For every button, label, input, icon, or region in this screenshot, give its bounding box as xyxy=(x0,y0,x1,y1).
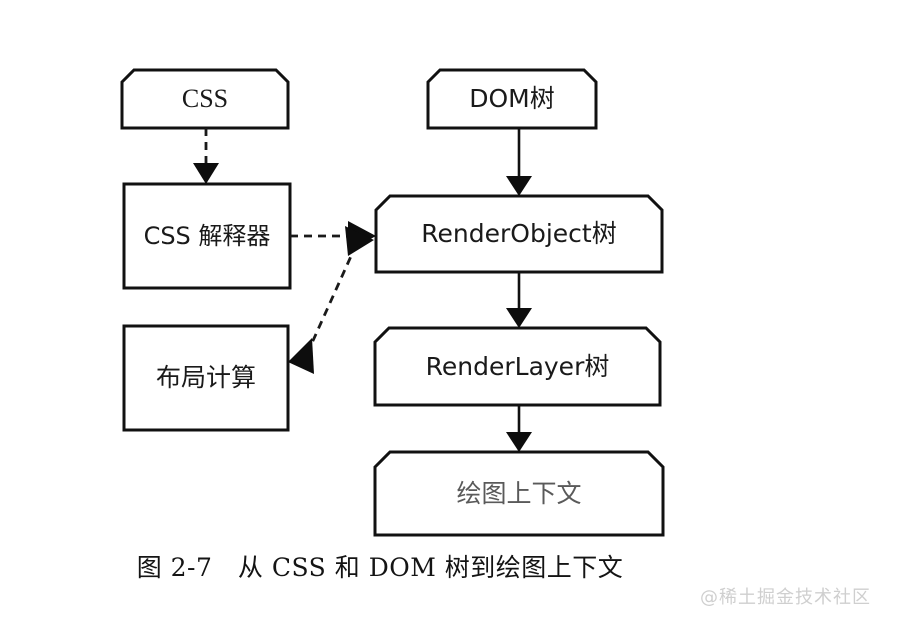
arrowhead-css-to-interpreter xyxy=(193,163,219,184)
figure-caption: 图 2-7 从 CSS 和 DOM 树到绘图上下文 xyxy=(136,553,624,582)
node-shape-dom-tree[interactable] xyxy=(426,68,598,130)
arrowhead-dom-to-renderobject xyxy=(506,176,532,196)
node-shape-css-interpreter[interactable] xyxy=(122,182,292,290)
node-shape-paint-context[interactable] xyxy=(373,450,665,537)
arrowhead-layout-renderobject-start xyxy=(288,338,314,374)
node-shape-css[interactable] xyxy=(120,68,290,130)
arrowhead-renderlayer-to-paintcontext xyxy=(506,432,532,452)
watermark: @稀土掘金技术社区 xyxy=(700,587,871,608)
edge-layout-renderobject xyxy=(305,253,354,355)
node-shape-render-layer-tree[interactable] xyxy=(373,326,662,407)
arrowhead-layout-renderobject-end xyxy=(345,226,374,256)
node-shape-layout-calc[interactable] xyxy=(122,324,290,432)
node-shape-render-object-tree[interactable] xyxy=(374,194,664,274)
arrowhead-renderobject-to-renderlayer xyxy=(506,308,532,328)
